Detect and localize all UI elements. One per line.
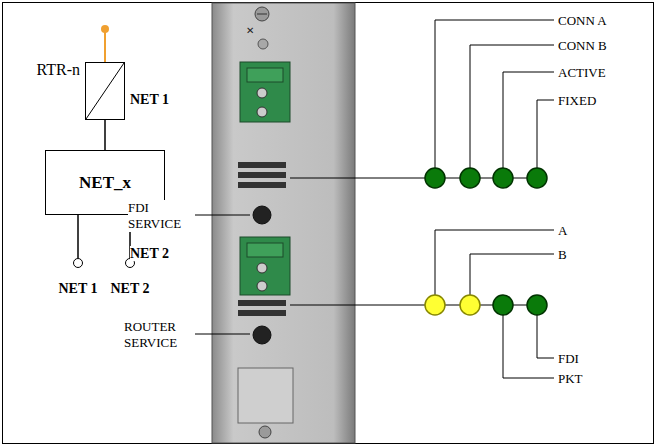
- led-yellow: [460, 295, 480, 315]
- button-label: ROUTER SERVICE: [124, 319, 192, 351]
- antenna-dot: [101, 25, 109, 33]
- node-label: NET_x: [79, 173, 131, 193]
- leader-line: [195, 215, 250, 216]
- leader-line: [503, 305, 554, 378]
- converter-box: RTR-n: [85, 62, 125, 120]
- led-label: CONN A: [558, 13, 607, 28]
- leader-line: [470, 45, 554, 178]
- leader-line: [435, 230, 554, 305]
- leader-line: [537, 100, 554, 178]
- node-label: RTR-n: [37, 61, 80, 79]
- leader-line: [195, 334, 250, 335]
- leader-line: [435, 20, 554, 178]
- led-label: CONN B: [558, 38, 607, 53]
- node-label: NET 2: [110, 281, 149, 297]
- svg-text:✕: ✕: [246, 25, 254, 36]
- frame: [3, 3, 654, 444]
- connector-label: NET 2: [130, 246, 169, 261]
- led-label: PKT: [558, 371, 583, 386]
- leader-line: [503, 72, 554, 178]
- led-green: [527, 295, 547, 315]
- antenna-line: [104, 30, 106, 62]
- led-green: [425, 168, 445, 188]
- led-label: FIXED: [558, 93, 596, 108]
- connector-line: [77, 215, 79, 258]
- connector-label: NET 1: [130, 92, 169, 107]
- connector-line: [104, 120, 106, 150]
- led-label: ACTIVE: [558, 65, 606, 80]
- converter-diagonal: [86, 63, 124, 119]
- terminal-circle: NET 1: [73, 258, 83, 268]
- led-label: B: [558, 247, 567, 262]
- button-label: FDI SERVICE: [128, 200, 192, 232]
- led-green: [527, 168, 547, 188]
- led-yellow: [425, 295, 445, 315]
- led-green: [493, 295, 513, 315]
- card-panel: ✕: [212, 3, 355, 443]
- led-green: [493, 168, 513, 188]
- led-label: FDI: [558, 351, 579, 366]
- led-label: A: [558, 223, 567, 238]
- led-green: [460, 168, 480, 188]
- node-label: NET 1: [58, 281, 97, 297]
